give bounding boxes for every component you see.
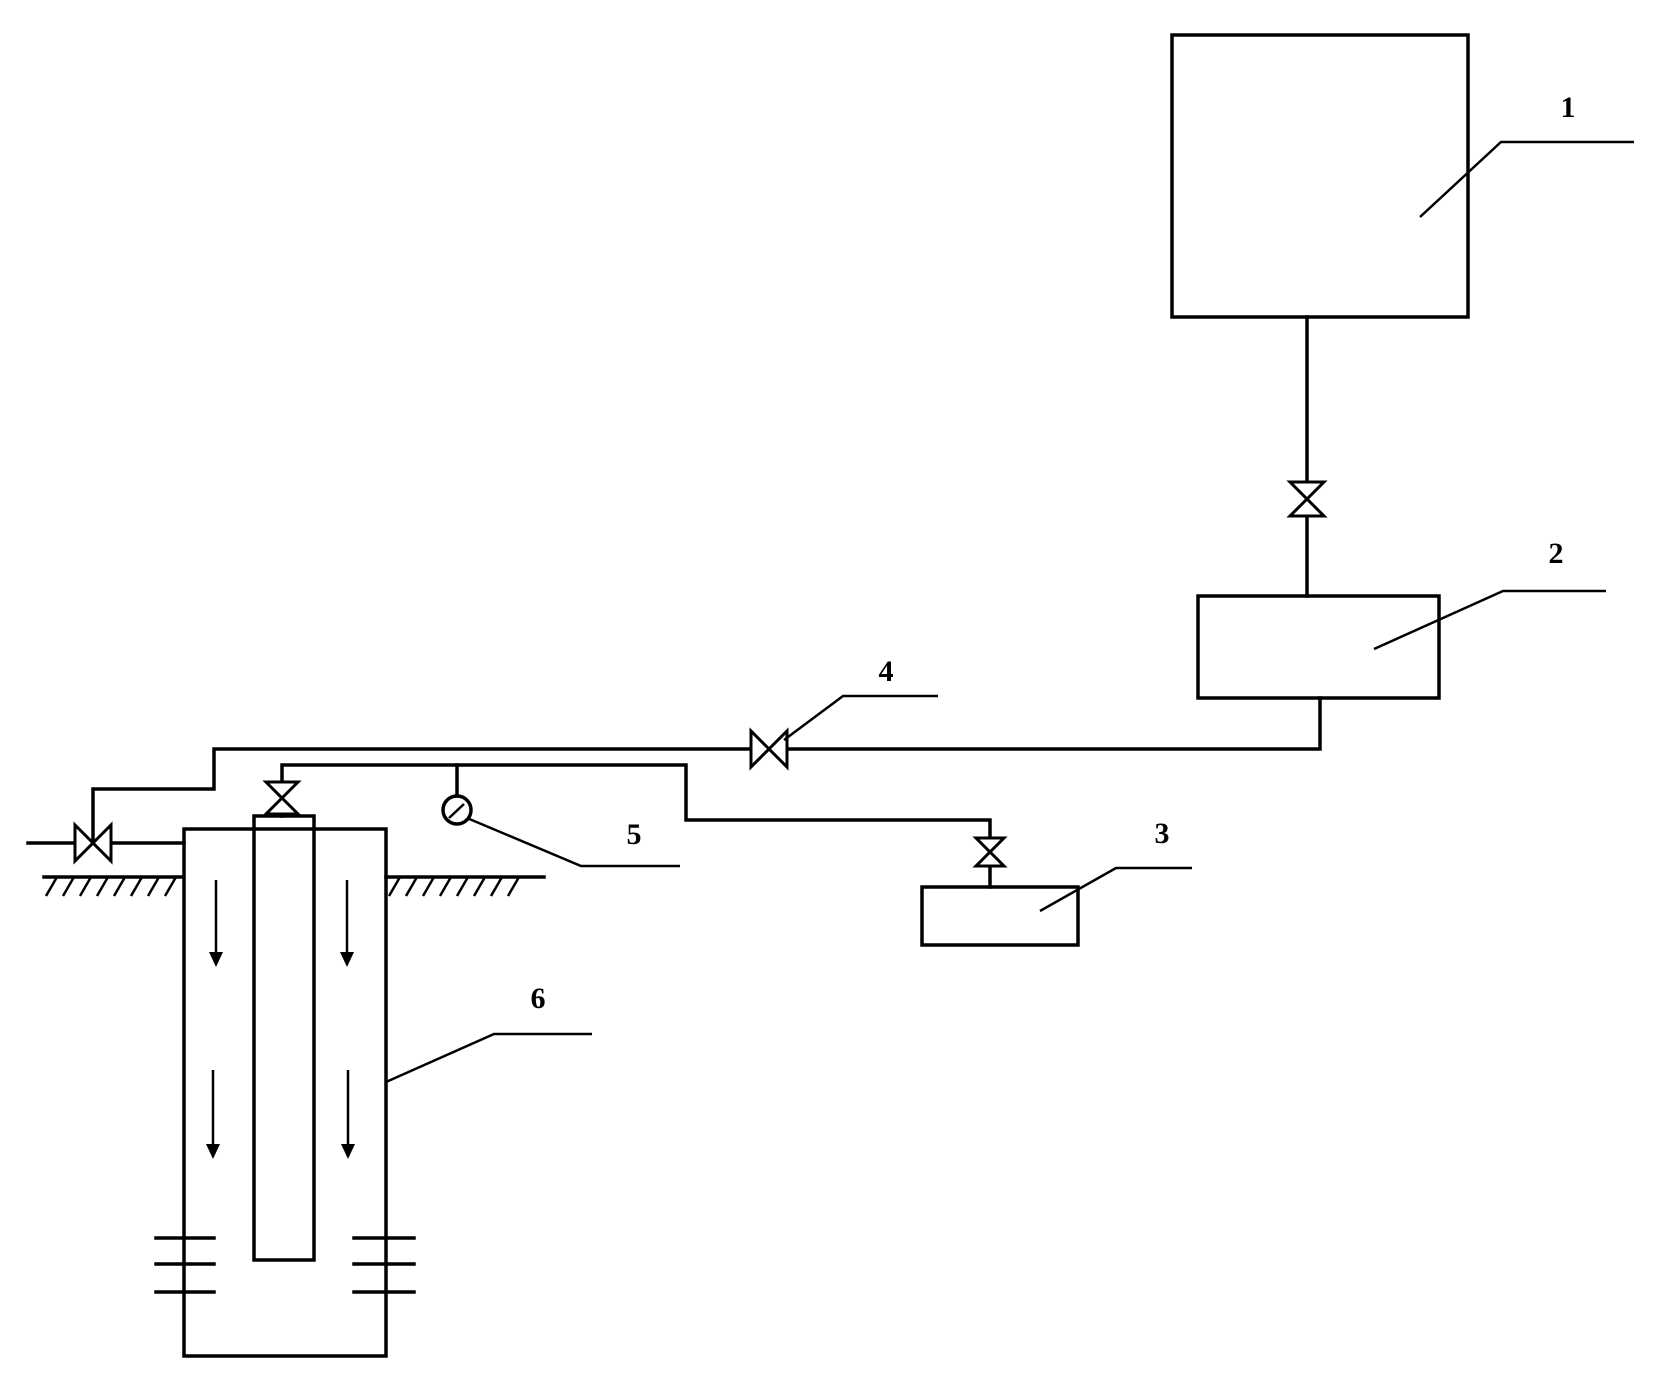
ground-surface-right [384,875,546,897]
leader-line-4 [783,694,938,742]
label-collector: 3 [1155,817,1170,850]
main-line-valve [749,727,789,771]
leader-line-6 [385,1032,592,1084]
label-gauge: 5 [627,818,642,851]
label-valve: 4 [879,655,894,688]
perforations-right [352,1236,416,1294]
leader-line-1 [1419,140,1634,218]
well-tubing [252,814,316,1262]
gauge-needle [448,803,465,819]
main-supply-pipe [91,696,1322,845]
tank [1170,33,1470,319]
collector-tank [920,885,1080,947]
leader-line-2 [1373,589,1606,651]
perforations-left [154,1236,216,1294]
label-buffer-vessel: 2 [1549,537,1564,570]
annulus-inlet-valve [73,821,113,865]
leader-line-5 [466,816,680,868]
ground-surface-left [42,875,184,897]
label-tank: 1 [1561,91,1576,124]
label-well: 6 [531,982,546,1015]
well-casing [182,827,388,1358]
flow-arrows [206,880,355,1159]
tank-outlet-valve [1286,480,1328,518]
tubing-outlet-valve [262,780,302,816]
tubing-outlet-pipe [280,763,992,889]
collector-inlet-valve [972,836,1008,868]
leader-line-3 [1039,866,1192,913]
buffer-vessel [1196,594,1441,700]
pressure-gauge-icon [441,794,473,826]
